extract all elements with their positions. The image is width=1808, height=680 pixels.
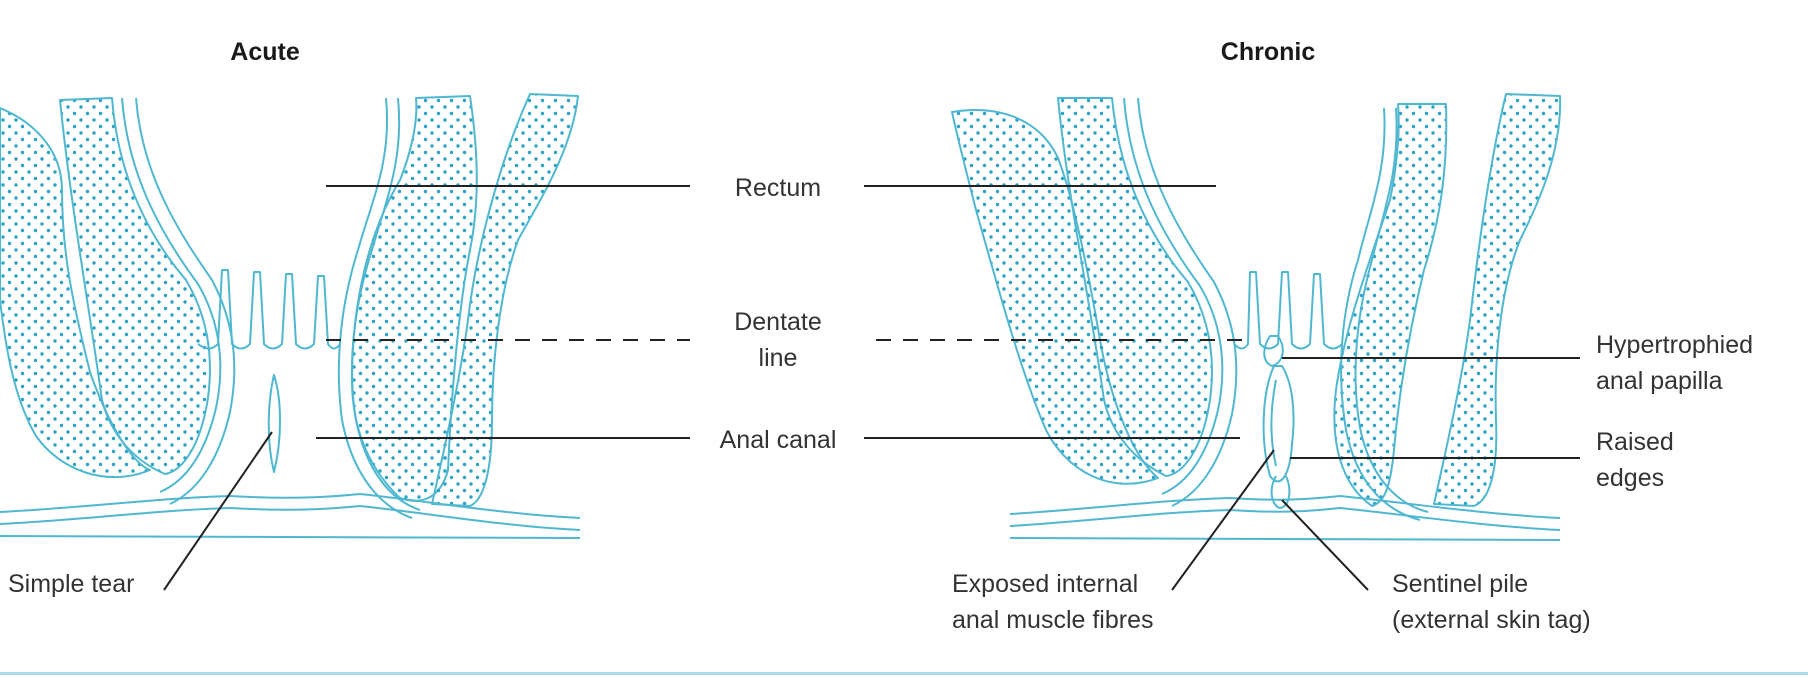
anal-canal-label: Anal canal — [719, 426, 837, 454]
chronic-fissure-raised-edges — [1262, 365, 1295, 483]
chronic-left-longitudinal — [1123, 97, 1224, 495]
rectum-label: Rectum — [734, 174, 822, 202]
exposed-fibres-label-1: Exposed internal — [952, 570, 1139, 598]
exposed-fibres-leader — [1171, 449, 1275, 591]
leader-lines — [163, 185, 1580, 591]
dentate-line-label-2: line — [758, 344, 798, 372]
acute-simple-tear — [267, 374, 281, 473]
chronic-skin — [1009, 495, 1561, 519]
chronic-papillae — [1233, 271, 1343, 350]
acute-right-outer-muscle — [431, 93, 579, 507]
dentate-line-label-1: Dentate — [734, 308, 822, 336]
chronic-anatomy — [951, 93, 1562, 541]
acute-skin — [0, 493, 581, 519]
chronic-skin-3 — [1009, 537, 1561, 541]
acute-skin-3 — [0, 535, 581, 539]
sentinel-pile-leader — [1281, 499, 1369, 591]
hypertrophied-label-2: anal papilla — [1596, 367, 1723, 395]
acute-right-longitudinal-2 — [337, 97, 413, 519]
chronic-skin-2 — [1009, 507, 1561, 531]
chronic-left-inner-muscle — [1057, 97, 1213, 477]
chronic-right-longitudinal — [1354, 107, 1429, 513]
chronic-title: Chronic — [1220, 38, 1316, 66]
acute-right-longitudinal — [351, 97, 421, 511]
chronic-right-outer-muscle — [1433, 93, 1562, 507]
acute-anatomy — [0, 93, 581, 539]
raised-edges-label-1: Raised — [1596, 428, 1674, 456]
simple-tear-leader — [163, 431, 273, 591]
chronic-left-longitudinal-2 — [1137, 97, 1238, 507]
acute-left-longitudinal — [121, 97, 222, 493]
acute-left-longitudinal-2 — [135, 97, 236, 505]
simple-tear-label: Simple tear — [8, 570, 135, 598]
bottom-rule — [0, 672, 1808, 675]
exposed-fibres-label-2: anal muscle fibres — [952, 606, 1154, 634]
acute-title: Acute — [230, 38, 300, 66]
chronic-hypertrophied-papilla — [1263, 335, 1284, 367]
sentinel-pile-label-2: (external skin tag) — [1392, 606, 1591, 634]
acute-skin-2 — [0, 505, 581, 531]
acute-left-inner-muscle — [59, 97, 211, 475]
chronic-right-inner-muscle — [1333, 103, 1448, 507]
hypertrophied-label-1: Hypertrophied — [1596, 331, 1754, 359]
acute-papillae — [197, 269, 341, 350]
chronic-right-longitudinal-2 — [1340, 107, 1421, 521]
chronic-sentinel-pile — [1270, 475, 1291, 509]
raised-edges-label-2: edges — [1596, 464, 1665, 492]
chronic-fissure-inner — [1270, 379, 1277, 467]
sentinel-pile-label-1: Sentinel pile — [1392, 570, 1529, 598]
